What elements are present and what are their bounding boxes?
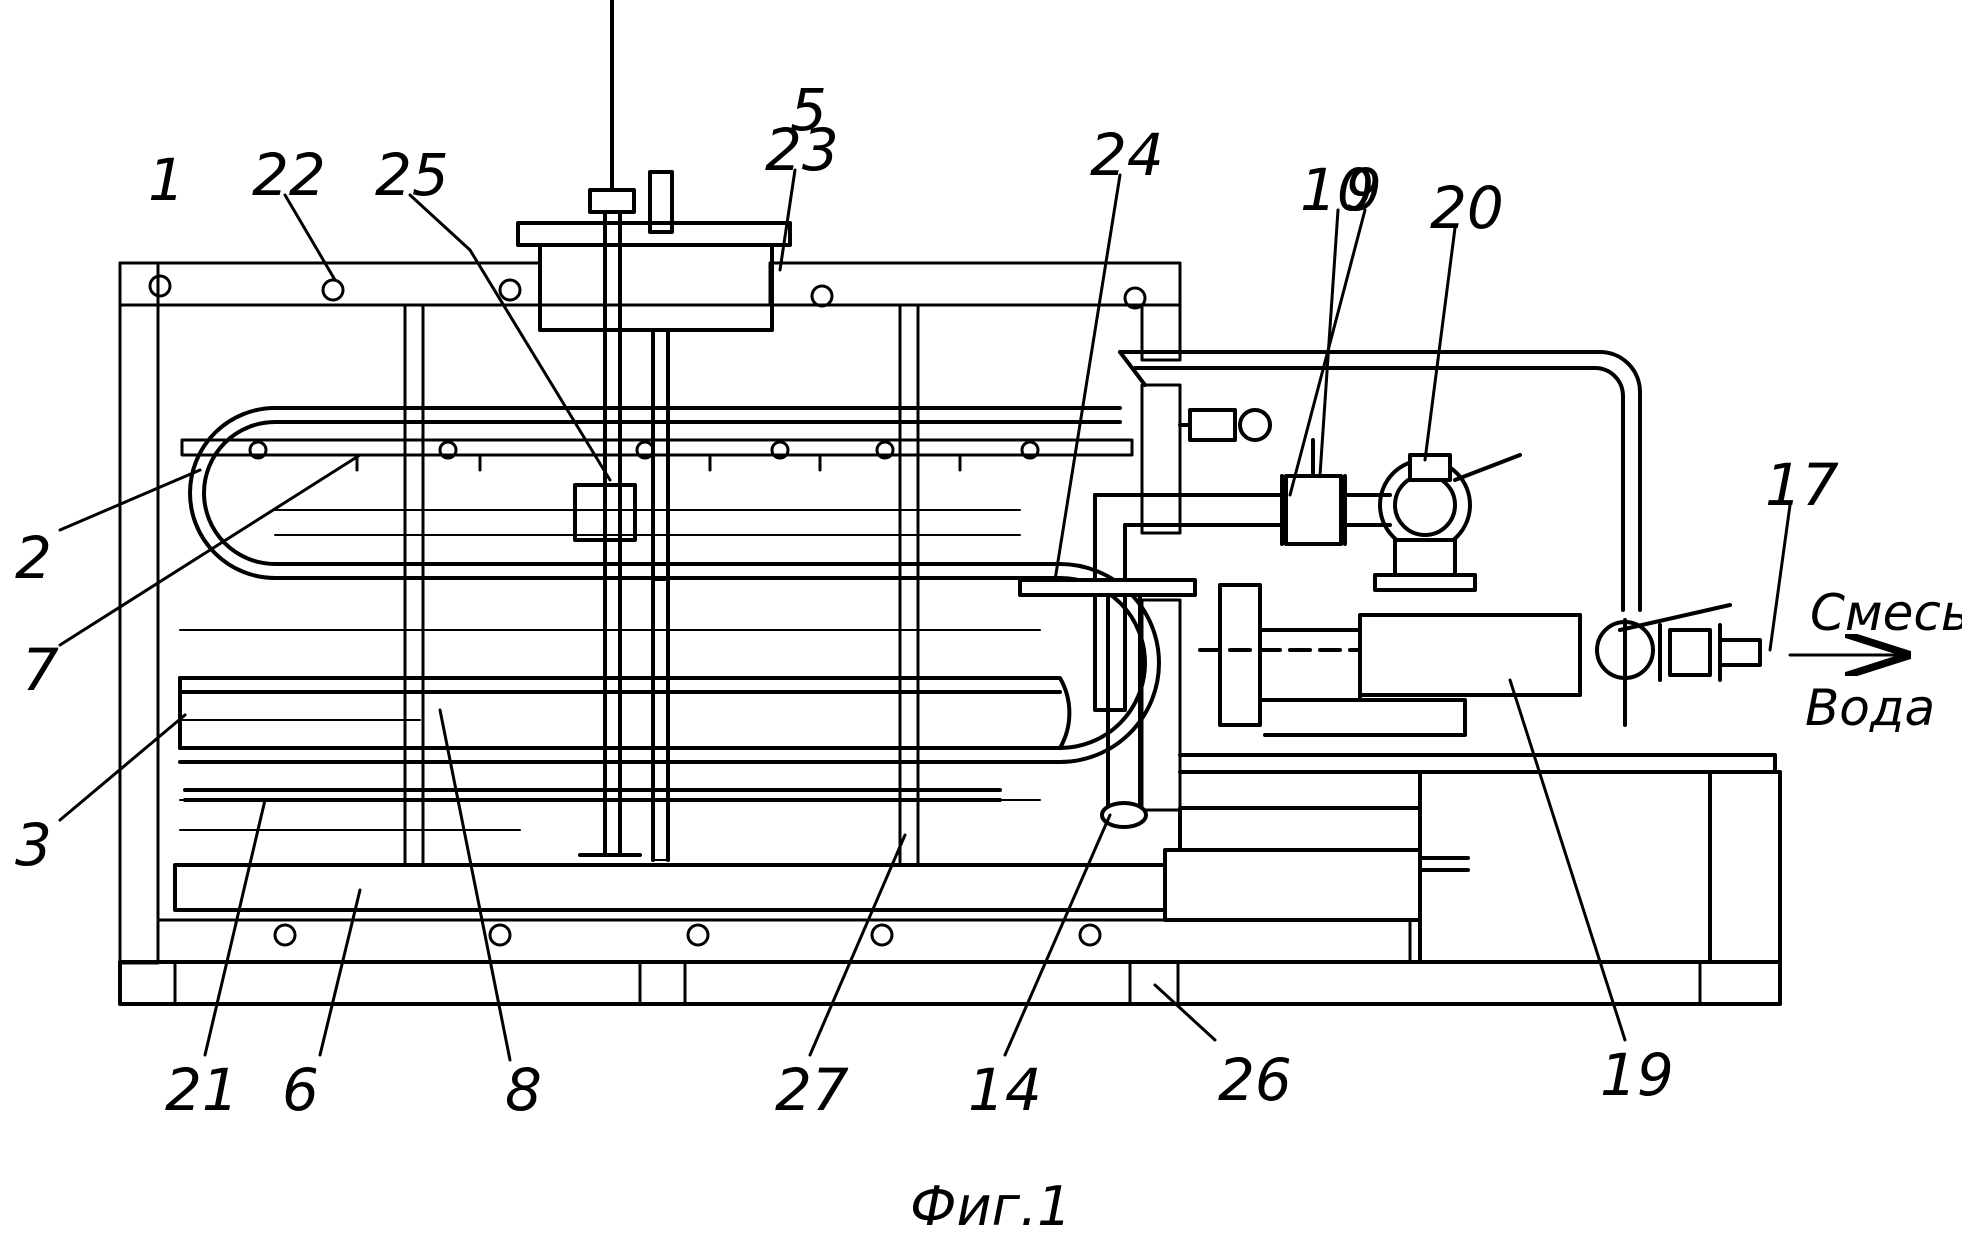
callout-22: 22	[252, 141, 326, 209]
flow-label-water: Вода	[1805, 679, 1935, 737]
spray-bar	[182, 440, 1132, 470]
baffles	[405, 305, 918, 865]
flow-label-mixture: Смесь	[1810, 584, 1962, 642]
pipework	[1020, 352, 1780, 962]
callout-1: 1	[148, 146, 185, 214]
callout-19: 19	[1600, 1041, 1674, 1109]
callout-25: 25	[375, 141, 449, 209]
callout-21: 21	[165, 1056, 239, 1124]
callout-8: 8	[505, 1056, 542, 1124]
callout-23: 23	[765, 116, 839, 184]
callout-2: 2	[15, 524, 52, 592]
callout-17: 17	[1765, 451, 1839, 519]
callout-3: 3	[15, 811, 52, 879]
callout-26: 26	[1218, 1046, 1292, 1114]
liquid-levels	[180, 510, 1040, 830]
callout-6: 6	[282, 1056, 319, 1124]
callout-20: 20	[1430, 174, 1504, 242]
callout-7: 7	[22, 636, 59, 704]
callout-numbers: 1 2 3 5 6 7 8 9 10 14 17 19 20 21 22 23 …	[15, 76, 1839, 1124]
callout-24: 24	[1090, 121, 1164, 189]
callout-10: 10	[1300, 156, 1374, 224]
figure-caption: Фиг.1	[910, 1175, 1071, 1236]
plate-21	[185, 790, 1000, 800]
callout-27: 27	[775, 1056, 849, 1124]
callout-14: 14	[968, 1056, 1042, 1124]
